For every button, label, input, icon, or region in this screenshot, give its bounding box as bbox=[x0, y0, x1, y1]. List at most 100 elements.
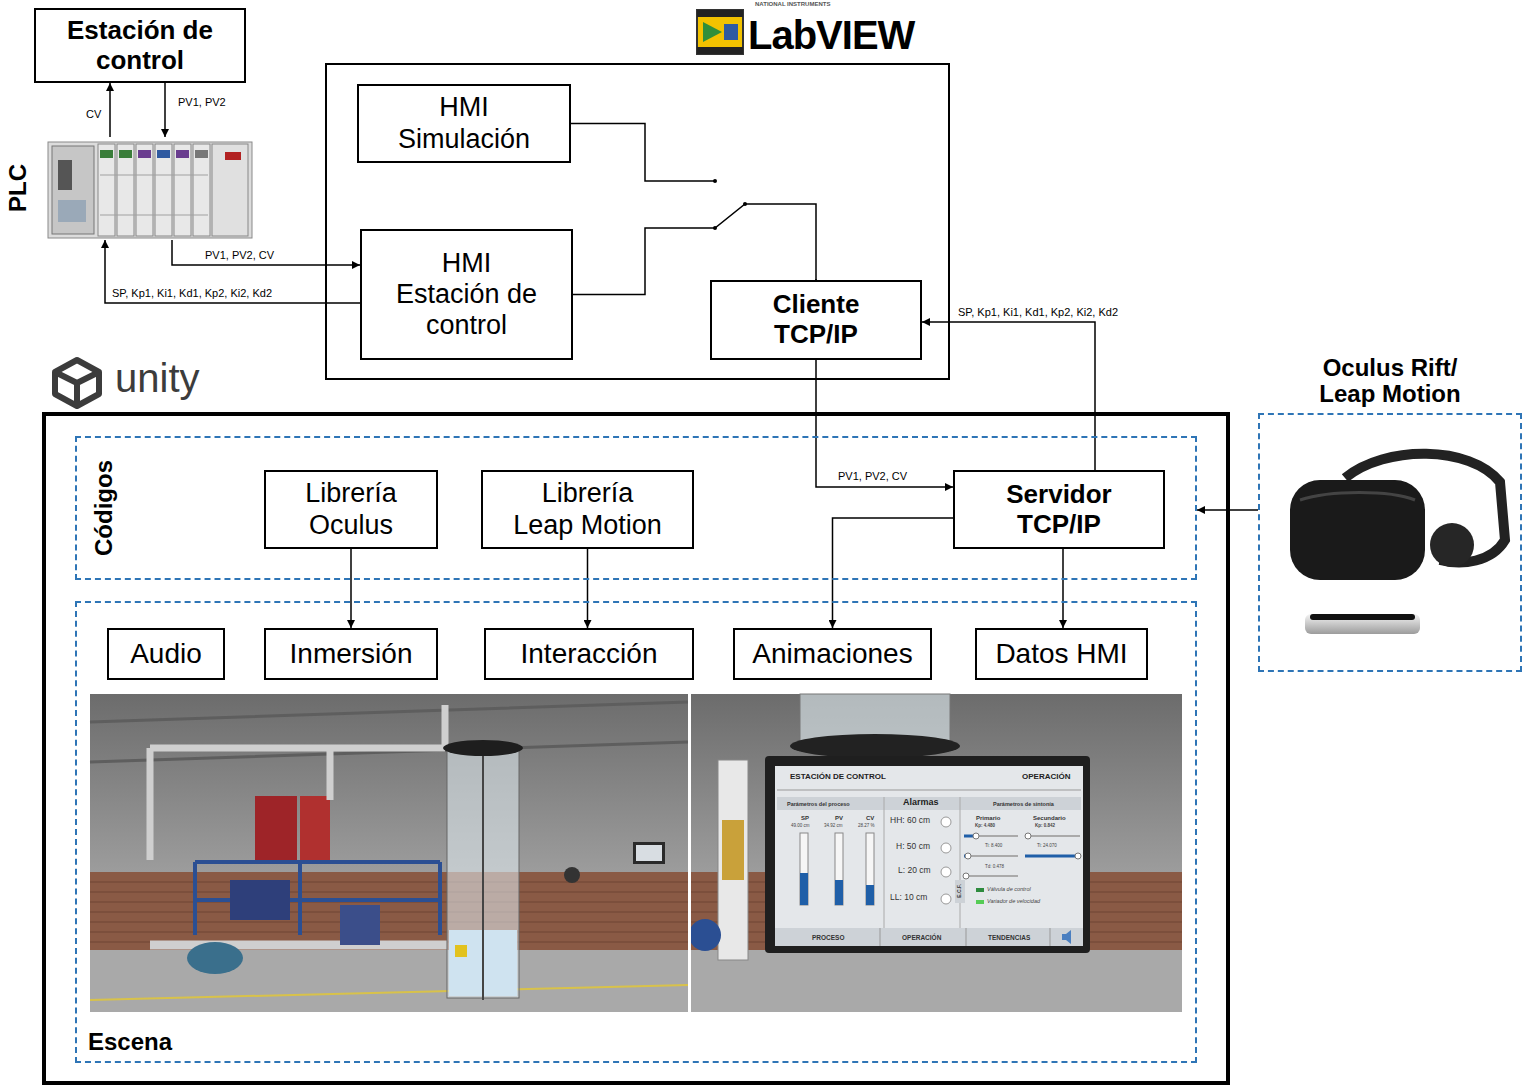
connector bbox=[922, 322, 1095, 470]
feature-box: Animaciones bbox=[733, 628, 932, 680]
node-label: Interacción bbox=[521, 638, 658, 670]
heading-wrap: Escena bbox=[88, 1028, 172, 1056]
hmi-screen-text: Kp: 4.480 bbox=[975, 823, 995, 828]
hmi-screen-text-wrap: Variador de velocidad bbox=[987, 898, 1040, 904]
hmi-screen-text-wrap: CV bbox=[866, 815, 874, 822]
hmi-screen-text-wrap: H: 50 cm bbox=[896, 842, 930, 852]
hmi-box: HMI Simulación bbox=[357, 84, 571, 163]
heading-wrap: PLC bbox=[4, 164, 32, 212]
signal-label: PV1, PV2, CV bbox=[203, 249, 276, 262]
hmi-screen-text: TENDENCIAS bbox=[988, 934, 1030, 941]
signal-label: SP, Kp1, Ki1, Kd1, Kp2, Ki2, Kd2 bbox=[956, 306, 1120, 319]
unity-icon bbox=[55, 360, 99, 406]
node-label: Datos HMI bbox=[995, 638, 1127, 670]
connector bbox=[109, 83, 111, 137]
hmi-screen-text-wrap: HH: 60 cm bbox=[890, 816, 930, 826]
hmi-screen-text: 34.92 cm bbox=[824, 823, 843, 828]
node-label: Inmersión bbox=[290, 638, 413, 670]
node-label: Servidor TCP/IP bbox=[1006, 480, 1112, 540]
node-label: HMI Simulación bbox=[398, 92, 530, 154]
scene-region: Escena Audio Inmersión Interacción Animacion… bbox=[75, 601, 1197, 1063]
hmi-screen-text: Alarmas bbox=[903, 797, 939, 807]
labview-icon bbox=[697, 10, 743, 54]
heading-text: Oculus Rift/ Leap Motion bbox=[1319, 355, 1460, 408]
heading-text: unity bbox=[115, 355, 200, 401]
heading-text: Códigos bbox=[90, 460, 118, 556]
signal-label-wrap: PV1, PV2, CV bbox=[836, 470, 909, 483]
hmi-screen-text-wrap: OPERACIÓN bbox=[902, 934, 941, 941]
hmi-screen-text: L: 20 cm bbox=[898, 866, 931, 876]
hmi-screen-text-wrap: Kp: 4.480 bbox=[975, 823, 995, 828]
hmi-screen-text-wrap: Válvula de control bbox=[987, 886, 1031, 892]
vr-devices bbox=[1290, 454, 1505, 634]
signal-label-wrap: PV1, PV2 bbox=[176, 96, 228, 109]
hmi-screen-text-wrap: Alarmas bbox=[903, 797, 939, 807]
signal-label: PV1, PV2, CV bbox=[836, 470, 909, 483]
heading-text: LabVIEW bbox=[748, 12, 914, 58]
hmi-screen-text-wrap: PV bbox=[835, 815, 843, 822]
hmi-screen-text-wrap: OPERACIÓN bbox=[1022, 772, 1070, 781]
hmi-screen-text: H: 50 cm bbox=[896, 842, 930, 852]
connector bbox=[587, 549, 589, 628]
node-label: Estación de control bbox=[67, 16, 213, 76]
hmi-screen-text-wrap: 34.92 cm bbox=[824, 823, 843, 828]
hmi-screen-text: OPERACIÓN bbox=[1022, 772, 1070, 781]
heading-wrap: Oculus Rift/ Leap Motion bbox=[1319, 355, 1460, 408]
hmi-screen-text-wrap: TENDENCIAS bbox=[988, 934, 1030, 941]
connector bbox=[1062, 549, 1064, 628]
hmi-screen-text-wrap: SP bbox=[801, 815, 809, 822]
connector bbox=[172, 240, 360, 265]
feature-box: Inmersión bbox=[264, 628, 438, 680]
node-label: Librería Oculus bbox=[305, 478, 397, 540]
hmi-screen-text-wrap: Parámetros del proceso bbox=[787, 801, 850, 807]
connector bbox=[571, 124, 816, 281]
connector bbox=[105, 240, 360, 303]
connector bbox=[164, 83, 166, 137]
hmi-screen-text-wrap: Ti: 24.070 bbox=[1037, 843, 1057, 848]
station-box: Estación de control bbox=[34, 8, 246, 83]
hmi-screen-text-wrap: Parámetros de sintonía bbox=[993, 801, 1054, 807]
feature-box: Datos HMI bbox=[975, 628, 1148, 680]
hmi-screen-text: Variador de velocidad bbox=[987, 898, 1040, 904]
hmi-screen-text: Primario bbox=[976, 815, 1000, 822]
hmi-screen-text: 28.27 % bbox=[858, 823, 875, 828]
signal-label-wrap: CV bbox=[84, 108, 103, 121]
hmi-screen-text: Secundario bbox=[1033, 815, 1066, 822]
node-label: Animaciones bbox=[752, 638, 912, 670]
signal-label-wrap: PV1, PV2, CV bbox=[203, 249, 276, 262]
hmi-screen-text: Parámetros de sintonía bbox=[993, 801, 1054, 807]
unity-panel: unityCódigosLibrería OculusLibrería Leap… bbox=[42, 412, 1230, 1085]
signal-label-wrap: SP, Kp1, Ki1, Kd1, Kp2, Ki2, Kd2 bbox=[956, 306, 1120, 319]
hmi-screen-text: Td: 0.478 bbox=[985, 864, 1004, 869]
hmi-box: HMI Estación de control bbox=[360, 229, 573, 360]
hmi-screen-text-wrap: ESTACIÓN DE CONTROL bbox=[790, 772, 886, 781]
plc-device: PLC bbox=[5, 137, 252, 240]
factory-scene bbox=[90, 694, 688, 1012]
client-box: Cliente TCP/IP bbox=[710, 280, 922, 360]
hmi-screen-text: PV bbox=[835, 815, 843, 822]
feature-box: Interacción bbox=[484, 628, 694, 680]
signal-label: PV1, PV2 bbox=[176, 96, 228, 109]
hmi-screen-text: 49.00 cm bbox=[791, 823, 810, 828]
hmi-screen-text: Ti: 8.400 bbox=[985, 843, 1002, 848]
code-region: Códigos Librería Oculus Librería Leap Moti… bbox=[75, 436, 1197, 580]
hmi-screen-text-wrap: 28.27 % bbox=[858, 823, 875, 828]
hmi-screen-text-wrap: Kp: 0.842 bbox=[1035, 823, 1055, 828]
server-box: Servidor TCP/IP bbox=[953, 470, 1165, 549]
signal-label-wrap: SP, Kp1, Ki1, Kd1, Kp2, Ki2, Kd2 bbox=[110, 287, 274, 300]
hmi-screen-text: Válvula de control bbox=[987, 886, 1031, 892]
library-box: Librería Leap Motion bbox=[481, 470, 694, 549]
feature-box: Audio bbox=[107, 628, 225, 680]
hmi-screen-text-wrap: E.C.F. bbox=[957, 884, 963, 898]
hmi-screen-text-wrap: Ti: 8.400 bbox=[985, 843, 1002, 848]
library-box: Librería Oculus bbox=[264, 470, 438, 549]
hmi-screen-text-wrap: Secundario bbox=[1033, 815, 1066, 822]
labview-panel: NATIONAL INSTRUMENTSLabVIEWHMI Simulació… bbox=[325, 63, 950, 380]
hmi-screen-text-wrap: PROCESO bbox=[812, 934, 845, 941]
heading-wrap: Códigos bbox=[90, 460, 118, 556]
node-label: Audio bbox=[130, 638, 202, 670]
heading-wrap: NATIONAL INSTRUMENTS bbox=[755, 1, 830, 8]
hmi-screen-text: Parámetros del proceso bbox=[787, 801, 850, 807]
switch-contacts bbox=[713, 179, 747, 230]
